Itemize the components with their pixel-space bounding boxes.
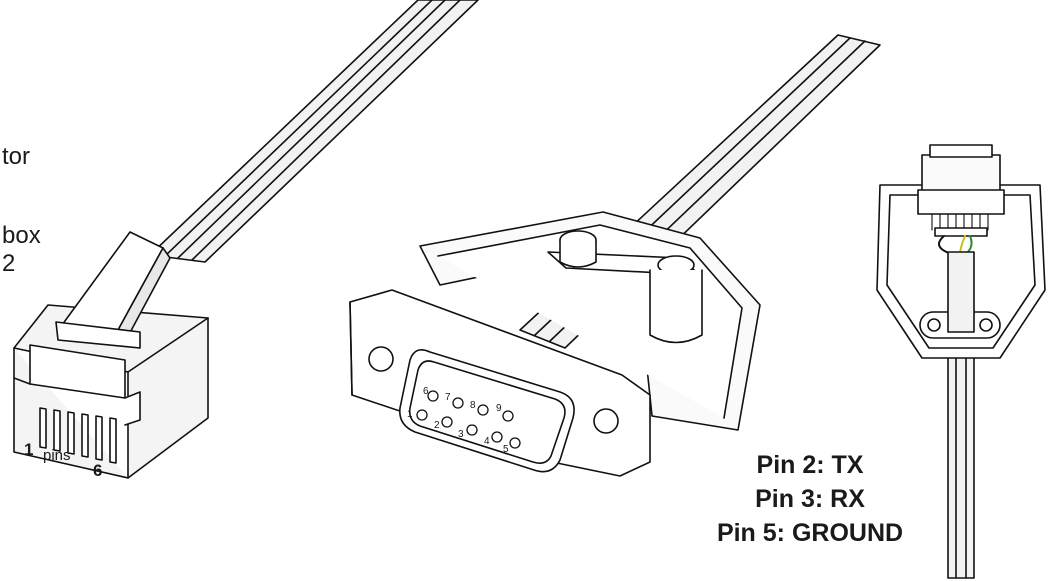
rj-pin-first-label: 1 bbox=[24, 440, 34, 459]
rj-pins-word-label: pins bbox=[43, 447, 71, 464]
side-text-line3: 2 bbox=[2, 250, 16, 277]
db9-housing bbox=[349, 211, 761, 477]
side-view-connector bbox=[876, 144, 1046, 579]
pinout-legend: Pin 2: TX Pin 3: RX Pin 5: GROUND bbox=[680, 448, 940, 550]
db9-pin-label: 9 bbox=[496, 403, 502, 414]
rj-contacts bbox=[39, 407, 117, 464]
rj-pin-last-label: 6 bbox=[93, 461, 103, 480]
rj-plug bbox=[13, 231, 209, 479]
db9-pin-label: 3 bbox=[458, 429, 464, 440]
db9-pin-label: 5 bbox=[503, 444, 509, 455]
pinout-tx: Pin 2: TX bbox=[756, 451, 864, 479]
db9-pin-label: 8 bbox=[470, 400, 476, 411]
db9-pin-label: 1 bbox=[407, 409, 413, 420]
db9-pin-label: 2 bbox=[434, 420, 440, 431]
db9-pin-label: 6 bbox=[423, 386, 429, 397]
side-text-line2: box bbox=[2, 222, 41, 249]
side-text-line1: tor bbox=[2, 143, 31, 170]
rj-cable bbox=[149, 0, 479, 263]
pinout-ground: Pin 5: GROUND bbox=[716, 519, 904, 547]
db9-pin-label: 7 bbox=[445, 392, 451, 403]
db9-pin-holes bbox=[416, 390, 521, 449]
pinout-rx: Pin 3: RX bbox=[755, 485, 865, 513]
db9-pin-label: 4 bbox=[484, 436, 490, 447]
